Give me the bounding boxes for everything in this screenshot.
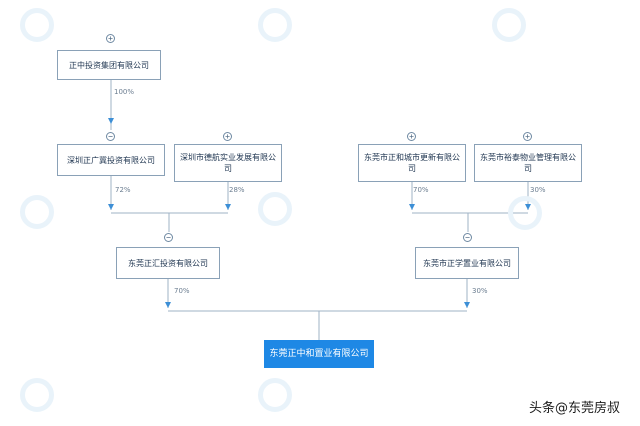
watermark-logo xyxy=(20,195,54,229)
watermark-logo xyxy=(258,378,292,412)
arrow-down-icon xyxy=(108,118,114,124)
watermark-logo xyxy=(492,8,526,42)
watermark-logo xyxy=(20,378,54,412)
node-dg-yutai[interactable]: 东莞市裕泰物业管理有限公司 xyxy=(474,144,582,182)
edge-percent: 28% xyxy=(229,186,245,194)
node-shenzhen-zhihang[interactable]: 深圳市德航实业发展有限公司 xyxy=(174,144,282,182)
arrow-down-icon xyxy=(225,204,231,210)
arrow-down-icon xyxy=(409,204,415,210)
watermark-logo xyxy=(508,196,542,230)
node-dg-zhengxue[interactable]: 东莞市正学置业有限公司 xyxy=(415,247,519,279)
node-shenzhen-guangji[interactable]: 深圳正广冀投资有限公司 xyxy=(57,144,165,176)
edge-percent: 70% xyxy=(413,186,429,194)
edge-percent: 100% xyxy=(114,88,135,96)
edge-percent: 70% xyxy=(174,287,190,295)
collapse-toggle-icon[interactable]: − xyxy=(463,233,472,242)
expand-toggle-icon[interactable]: + xyxy=(407,132,416,141)
collapse-toggle-icon[interactable]: − xyxy=(164,233,173,242)
edge-percent: 72% xyxy=(115,186,131,194)
edge-percent: 30% xyxy=(472,287,488,295)
watermark-logo xyxy=(258,192,292,226)
node-dg-zhenghe[interactable]: 东莞市正和城市更新有限公司 xyxy=(358,144,466,182)
arrow-down-icon xyxy=(108,204,114,210)
node-zhengzhong[interactable]: 正中投资集团有限公司 xyxy=(57,50,161,80)
footer-attribution: 头条@东莞房叔 xyxy=(528,401,620,416)
collapse-toggle-icon[interactable]: − xyxy=(106,132,115,141)
arrow-down-icon xyxy=(165,302,171,308)
arrow-down-icon xyxy=(464,302,470,308)
watermark-logo xyxy=(258,8,292,42)
node-dg-zhenghui[interactable]: 东莞正汇投资有限公司 xyxy=(116,247,220,279)
edge-percent: 30% xyxy=(530,186,546,194)
watermark-logo xyxy=(20,8,54,42)
expand-toggle-icon[interactable]: + xyxy=(106,34,115,43)
expand-toggle-icon[interactable]: + xyxy=(223,132,232,141)
node-target-company[interactable]: 东莞正中和置业有限公司 xyxy=(264,340,374,368)
expand-toggle-icon[interactable]: + xyxy=(523,132,532,141)
